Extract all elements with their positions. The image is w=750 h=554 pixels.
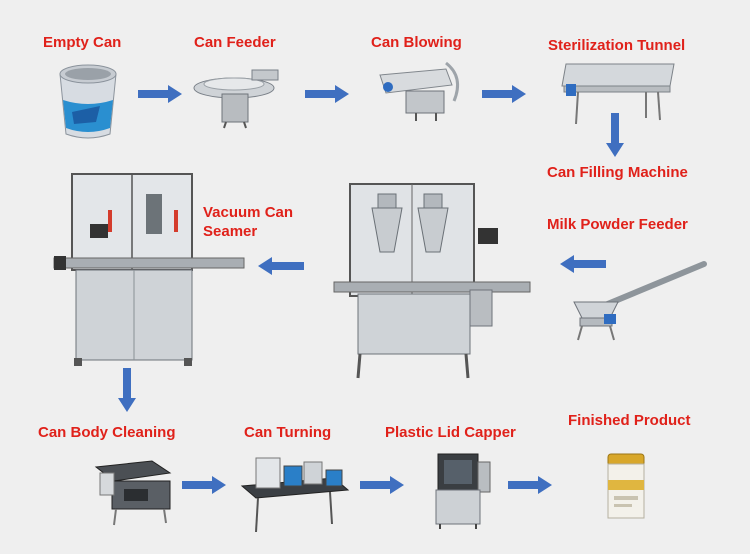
finished-product-image (607, 453, 645, 519)
vacuum-can-seamer-image (53, 173, 245, 366)
arrow-right-icon (482, 85, 526, 103)
can-blowing-image (379, 61, 460, 121)
can-feeder-image (193, 69, 279, 129)
arrow-right-icon (182, 476, 226, 494)
label-can-blowing: Can Blowing (371, 34, 462, 51)
label-finished-product: Finished Product (568, 412, 691, 429)
label-vacuum-can-seamer-line1: Vacuum Can (203, 204, 294, 221)
can-filling-machine-image (333, 183, 531, 379)
arrow-down-icon (606, 113, 624, 157)
milk-powder-feeder-image (573, 261, 707, 341)
label-vacuum-can-seamer-line2: Seamer (203, 223, 258, 240)
label-empty-can: Empty Can (43, 34, 122, 51)
can-body-cleaning-image (94, 460, 172, 526)
label-plastic-lid-capper: Plastic Lid Capper (385, 424, 516, 441)
arrow-right-icon (360, 476, 404, 494)
label-sterilization-tunnel: Sterilization Tunnel (548, 37, 686, 54)
arrow-left-icon (560, 255, 606, 273)
arrow-down-icon (118, 368, 136, 412)
arrow-left-icon (258, 257, 304, 275)
sterilization-tunnel-image (561, 63, 675, 125)
label-can-body-cleaning: Can Body Cleaning (38, 424, 176, 441)
arrow-right-icon (305, 85, 349, 103)
plastic-lid-capper-image (435, 453, 491, 529)
arrow-right-icon (138, 85, 182, 103)
label-can-turning: Can Turning (244, 424, 332, 441)
label-can-feeder: Can Feeder (194, 34, 276, 51)
label-can-filling-machine: Can Filling Machine (547, 164, 688, 181)
arrow-right-icon (508, 476, 552, 494)
label-milk-powder-feeder: Milk Powder Feeder (547, 216, 688, 233)
empty-can-image (59, 64, 117, 139)
can-turning-image (240, 457, 350, 533)
